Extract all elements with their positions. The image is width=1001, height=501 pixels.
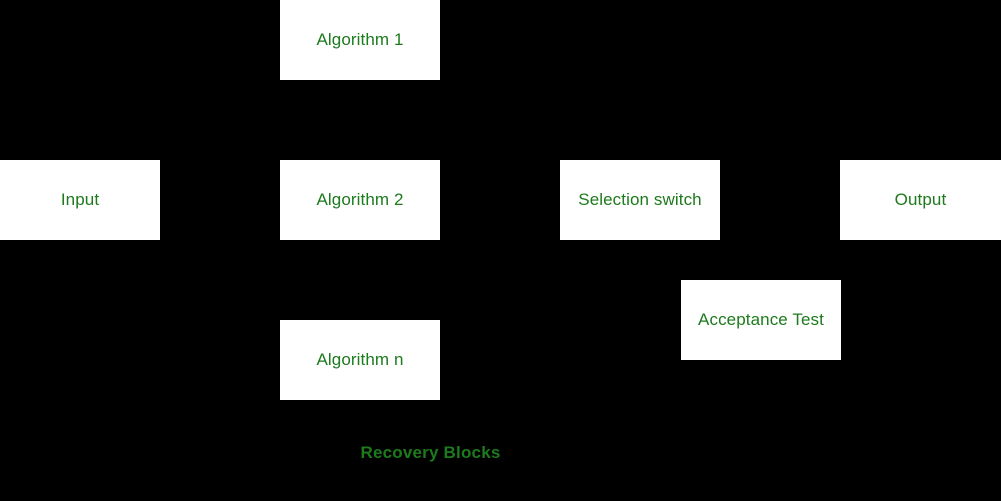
node-selection-switch[interactable]: Selection switch <box>560 160 720 240</box>
node-acceptance-test-label: Acceptance Test <box>698 309 824 329</box>
node-algorithm-2-label: Algorithm 2 <box>316 189 404 209</box>
node-algorithm-1-label: Algorithm 1 <box>316 29 404 49</box>
node-acceptance-test[interactable]: Acceptance Test <box>681 280 841 360</box>
node-algorithm-1[interactable]: Algorithm 1 <box>280 0 440 80</box>
node-output[interactable]: Output <box>840 160 1001 240</box>
node-algorithm-2[interactable]: Algorithm 2 <box>280 160 440 240</box>
node-output-label: Output <box>894 189 947 209</box>
node-selection-switch-label: Selection switch <box>578 189 702 209</box>
node-input-label: Input <box>60 189 100 209</box>
node-input[interactable]: Input <box>0 160 160 240</box>
diagram-caption: Recovery Blocks <box>360 443 501 462</box>
node-algorithm-n-label: Algorithm n <box>316 349 404 369</box>
node-algorithm-n[interactable]: Algorithm n <box>280 320 440 400</box>
